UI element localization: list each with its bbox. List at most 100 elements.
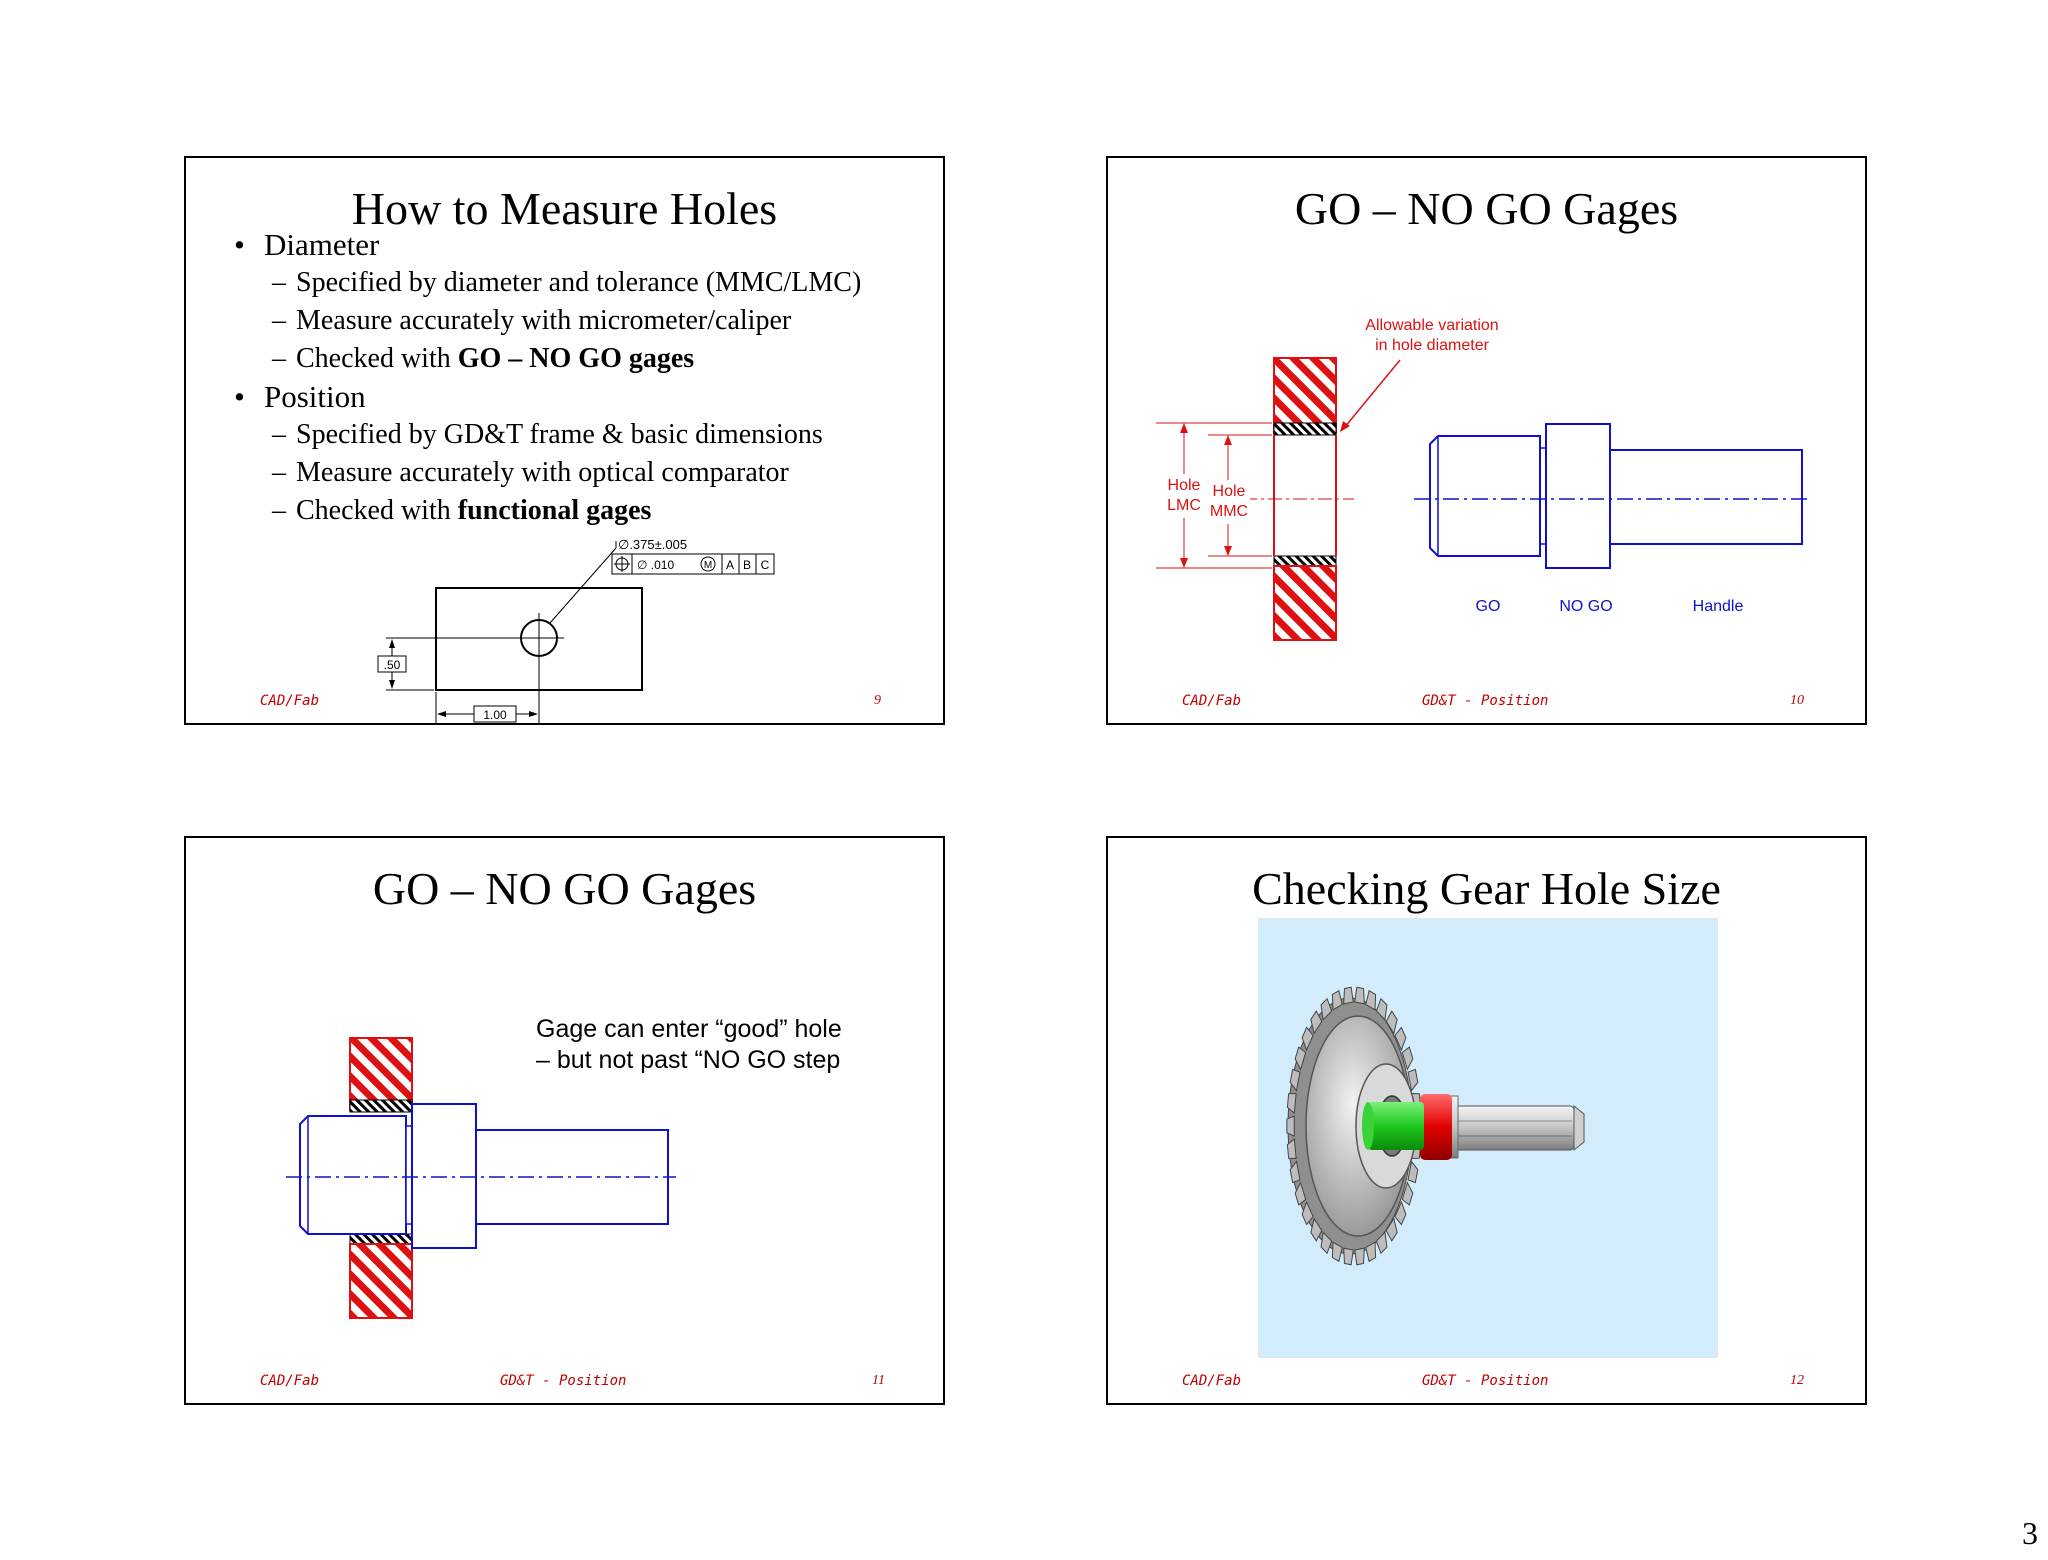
- handle-section: [1609, 449, 1803, 545]
- footer-left: CAD/Fab: [260, 693, 320, 709]
- gear-tooth: [1289, 1068, 1301, 1092]
- bullet-text: Checked with: [296, 495, 458, 526]
- sub-bullet: –Specified by diameter and tolerance (MM…: [272, 267, 862, 298]
- allowable-leader: [1343, 359, 1401, 429]
- hole-lmc-label-1: Hole: [1168, 477, 1201, 494]
- gear-tooth: [1343, 1247, 1354, 1266]
- gear-tooth: [1407, 1160, 1419, 1184]
- sub-bullet: –Specified by GD&T frame & basic dimensi…: [272, 419, 823, 450]
- slide-11: GO – NO GO Gages Gage can enter “good” h…: [184, 836, 945, 1405]
- gear-tooth: [1286, 1137, 1297, 1159]
- nogo-step-icon: [1420, 1094, 1452, 1160]
- gear-tooth: [1301, 1200, 1314, 1226]
- leader-line: [549, 547, 617, 624]
- footer-left: CAD/Fab: [1182, 693, 1242, 709]
- gear-tooth: [1286, 1093, 1297, 1115]
- caption-line-1: Gage can enter “good” hole: [536, 1015, 842, 1043]
- bullet-text: Specified by diameter and tolerance (MMC…: [296, 267, 862, 298]
- bullet-diameter: Diameter: [234, 226, 861, 264]
- sub-bullet: –Checked with functional gages: [272, 495, 652, 526]
- feature-control-frame: ∅ .010 M A B C: [611, 553, 775, 575]
- gear-render-panel: [1258, 918, 1718, 1358]
- bullet-position: Position: [234, 378, 861, 416]
- footer-left: CAD/Fab: [260, 1373, 320, 1389]
- gear-tooth: [1385, 1217, 1398, 1242]
- slide-title: GO – NO GO Gages: [1294, 183, 1679, 234]
- gear-tooth: [1286, 1115, 1295, 1137]
- nogo-label: NO GO: [1559, 598, 1612, 615]
- sub-bullet: –Measure accurately with optical compara…: [272, 457, 789, 488]
- gear-tooth: [1301, 1026, 1314, 1052]
- handle-label: Handle: [1693, 598, 1744, 615]
- gear-tooth: [1365, 1241, 1377, 1263]
- go-section: [299, 1115, 407, 1235]
- tolerance-text: ∅ .010: [637, 558, 674, 572]
- page-number: 3: [2022, 1515, 2038, 1551]
- gear-tooth: [1331, 1241, 1343, 1263]
- gear-tooth: [1310, 1010, 1323, 1035]
- footer-left: CAD/Fab: [1182, 1373, 1242, 1389]
- gear-tooth: [1354, 986, 1365, 1005]
- part-section-bottom: [349, 1243, 413, 1319]
- sub-bullet: –Measure accurately with micrometer/cali…: [272, 305, 792, 336]
- arrowhead: [389, 680, 395, 689]
- gage-3d-icon: [1362, 1094, 1585, 1160]
- gear-tooth: [1365, 989, 1377, 1011]
- gear-tooth: [1394, 1200, 1407, 1226]
- nogo-section: [1545, 423, 1611, 569]
- slide-number: 12: [1790, 1373, 1804, 1388]
- part-section-top: [349, 1037, 413, 1111]
- slide-9: How to Measure Holes Diameter –Specified…: [184, 156, 945, 725]
- gear-tooth: [1320, 1231, 1333, 1255]
- gear-tooth: [1294, 1046, 1307, 1071]
- gear-tooth: [1354, 1247, 1365, 1266]
- tolerance-zone-top: [1273, 422, 1337, 436]
- gage-outline: [1414, 423, 1808, 569]
- hole-callout-text: ∅.375±.005: [618, 537, 687, 552]
- gage-caption: Gage can enter “good” hole – but not pas…: [536, 1014, 842, 1076]
- gear-tooth: [1343, 986, 1354, 1005]
- gear-tooth: [1394, 1026, 1407, 1052]
- bullet-list: Diameter –Specified by diameter and tole…: [234, 226, 861, 530]
- slide-title: GO – NO GO Gages: [372, 863, 757, 914]
- label-bg: [1208, 480, 1250, 524]
- mmc-modifier-icon: [700, 556, 716, 572]
- hole-position-drawing: .50 1.00 ∅.375±.005 ∅ .010 M A B C: [377, 537, 775, 723]
- bullet-text: Checked with: [296, 343, 458, 374]
- slide-number: 11: [872, 1373, 885, 1388]
- arrowhead: [1224, 435, 1232, 445]
- arrowhead: [1340, 421, 1350, 432]
- go-plug-icon: [1368, 1102, 1424, 1150]
- arrowhead: [437, 711, 446, 717]
- datum-c: C: [761, 558, 770, 572]
- gear-tooth: [1289, 1160, 1301, 1184]
- gear-tooth: [1401, 1181, 1414, 1206]
- arrowhead: [1224, 546, 1232, 556]
- basic-dim-box: [473, 705, 517, 723]
- nogo-section: [411, 1103, 477, 1249]
- datum-a: A: [726, 558, 734, 572]
- gear-and-gage-illustration: [1286, 986, 1585, 1266]
- hole-mmc-label-1: Hole: [1213, 483, 1246, 500]
- footer-center: GD&T - Position: [1422, 1373, 1549, 1389]
- gage-in-hole-diagram: [286, 1037, 676, 1319]
- gear-tooth: [1294, 1181, 1307, 1206]
- gear-tooth: [1401, 1046, 1414, 1071]
- dim-horizontal-text: 1.00: [483, 708, 507, 722]
- gear-tooth: [1375, 997, 1388, 1021]
- part-section-bottom: [1273, 565, 1337, 641]
- gear-tooth: [1407, 1068, 1419, 1092]
- arrowhead: [1180, 423, 1188, 433]
- bullet-bold: GO – NO GO gages: [457, 343, 695, 374]
- go-label: GO: [1476, 598, 1501, 615]
- arrowhead: [529, 711, 538, 717]
- hole-lmc-label-2: LMC: [1167, 497, 1201, 514]
- footer-center: GD&T - Position: [500, 1373, 627, 1389]
- slide-title: Checking Gear Hole Size: [1252, 863, 1721, 914]
- label-bg: [1164, 474, 1206, 518]
- hole-mmc-label-2: MMC: [1210, 503, 1248, 520]
- gear-tooth: [1385, 1010, 1398, 1035]
- slide-10: GO – NO GO Gages Hole LMC Hole MMC Allow…: [1106, 156, 1867, 725]
- basic-dim-box: [377, 655, 407, 673]
- gear-tooth: [1320, 997, 1333, 1021]
